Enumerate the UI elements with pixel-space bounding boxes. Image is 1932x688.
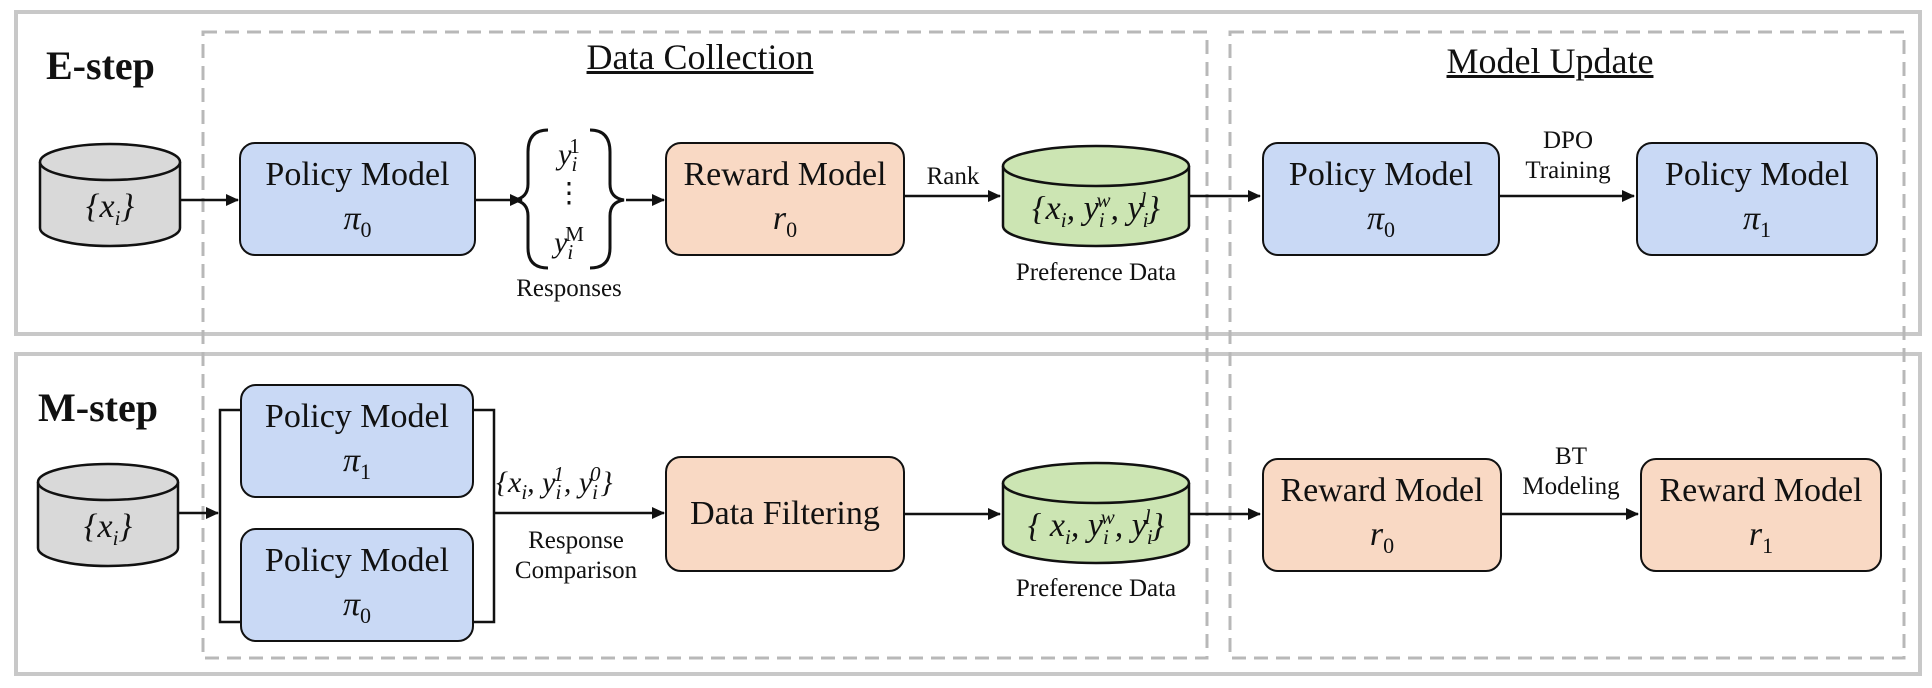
m-step-policy-b-symbol: π0 <box>342 586 372 629</box>
e-step-label: E-step <box>46 43 155 88</box>
responses-right-brace <box>589 128 625 270</box>
dpo-label: DPO <box>1542 127 1593 154</box>
e-step-input-db <box>38 142 182 248</box>
rank-label: Rank <box>926 163 980 190</box>
model-update-frame <box>1228 30 1906 660</box>
model-update-title: Model Update <box>1446 41 1654 81</box>
bt-modeling-label: BT Modeling <box>1502 442 1640 502</box>
e-step-pref-db-text: {xi, yiw, yil} <box>1032 188 1160 233</box>
m-step-policy-bracket-left <box>218 408 240 624</box>
responses-top: yi1 <box>558 134 580 176</box>
m-step-policy-a-title: Policy Model <box>264 397 450 435</box>
comparison-set-text: {xi, yi1, yi0} <box>496 462 613 504</box>
m-step-label: M-step <box>38 385 158 430</box>
m-step-pref-caption: Preference Data <box>1015 575 1177 602</box>
e-step-policy-model: Policy Model π0 <box>239 142 476 256</box>
m-step-policy-model-a: Policy Model π1 <box>240 384 474 498</box>
m-step-input-db-text: {xi} <box>83 508 133 550</box>
m-step-update-from-reward: Reward Model r0 <box>1262 458 1502 572</box>
training-label: Training <box>1525 157 1611 184</box>
e-step-update-to-symbol: π1 <box>1742 200 1772 243</box>
dpo-training-label: DPO Training <box>1500 126 1636 186</box>
bt-label: BT <box>1555 443 1587 470</box>
m-step-input-db <box>36 462 180 568</box>
responses-caption: Responses <box>516 275 622 302</box>
data-filtering-box: Data Filtering <box>665 456 905 572</box>
m-step-policy-b-title: Policy Model <box>264 541 450 579</box>
m-step-update-from-title: Reward Model <box>1280 471 1484 509</box>
response-label: Response <box>528 527 624 554</box>
m-step-update-from-symbol: r0 <box>1369 516 1395 559</box>
e-step-reward-symbol: r0 <box>772 200 798 243</box>
e-step-update-from-symbol: π0 <box>1366 200 1396 243</box>
m-step-frame <box>14 352 1922 676</box>
e-step-frame <box>14 10 1922 336</box>
e-step-update-from-policy: Policy Model π0 <box>1262 142 1500 256</box>
data-filtering-title: Data Filtering <box>690 494 880 532</box>
comparison-label: Comparison <box>514 557 638 584</box>
e-step-reward-title: Reward Model <box>683 155 887 193</box>
e-step-pref-caption: Preference Data <box>1015 259 1177 286</box>
data-collection-title: Data Collection <box>586 37 814 77</box>
responses-bottom: yiM <box>554 222 584 264</box>
e-step-policy-title: Policy Model <box>265 155 450 193</box>
m-step-policy-a-symbol: π1 <box>342 442 372 485</box>
e-step-input-db-text: {xi} <box>85 188 135 230</box>
modeling-label: Modeling <box>1522 473 1620 500</box>
m-step-update-to-symbol: r1 <box>1748 516 1774 559</box>
e-step-update-to-policy: Policy Model π1 <box>1636 142 1878 256</box>
m-step-pref-db-text: { xi, yiw, yil} <box>1027 505 1165 550</box>
m-step-policy-bracket-right <box>474 408 496 624</box>
m-step-preference-db <box>1001 461 1191 565</box>
m-step-policy-model-b: Policy Model π0 <box>240 528 474 642</box>
m-step-update-to-reward: Reward Model r1 <box>1640 458 1882 572</box>
e-step-update-to-title: Policy Model <box>1664 155 1850 193</box>
e-step-update-from-title: Policy Model <box>1288 155 1474 193</box>
responses-dots: ⋮ <box>555 178 583 209</box>
e-step-reward-model: Reward Model r0 <box>665 142 905 256</box>
m-step-update-to-title: Reward Model <box>1659 471 1863 509</box>
e-step-policy-symbol: π0 <box>343 200 372 243</box>
response-comparison-label: Response Comparison <box>496 526 656 586</box>
e-step-preference-db <box>1001 144 1191 248</box>
